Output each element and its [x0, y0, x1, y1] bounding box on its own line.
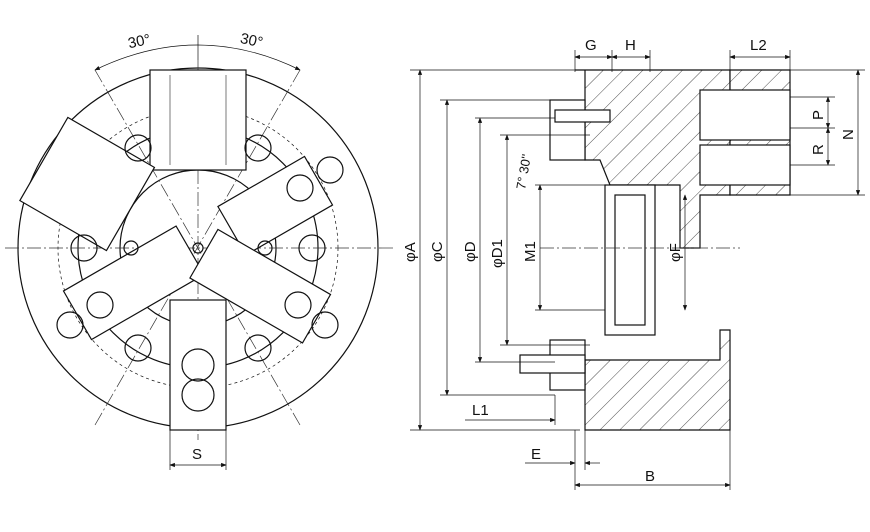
dim-M1-label: M1	[522, 241, 539, 262]
angle-left-label: 30°	[126, 31, 152, 52]
dim-F-label: φF	[667, 243, 684, 262]
dim-P-label: P	[810, 110, 827, 120]
dim-E-label: E	[531, 446, 541, 463]
dim-H-label: H	[625, 37, 636, 54]
dim-L1-label: L1	[472, 402, 489, 419]
jaw-upper-right	[217, 155, 334, 256]
jaw-bottom	[169, 299, 227, 431]
dim-R-label: R	[810, 144, 827, 155]
taper-angle-label: 7° 30''	[513, 153, 534, 191]
jaw-lower-right	[189, 228, 332, 344]
jaw-upper-left	[19, 116, 156, 252]
front-view: 30° 30° S	[5, 30, 395, 470]
side-view: φA φC φD φD1 M1 φF 7° 30'' G H L2 P R N …	[402, 37, 865, 490]
jaw-width-label: S	[192, 446, 202, 463]
dim-D1-label: φD1	[489, 239, 506, 268]
jaw-top	[149, 69, 247, 171]
dim-D-label: φD	[462, 241, 479, 262]
dim-A-label: φA	[402, 242, 419, 262]
jaw-lower-left	[62, 225, 205, 341]
dim-C-label: φC	[429, 241, 446, 262]
angle-right-label: 30°	[239, 30, 265, 51]
dim-B-label: B	[645, 468, 655, 485]
dim-G-label: G	[585, 37, 597, 54]
dim-L2-label: L2	[750, 37, 767, 54]
dim-N-label: N	[840, 129, 857, 140]
